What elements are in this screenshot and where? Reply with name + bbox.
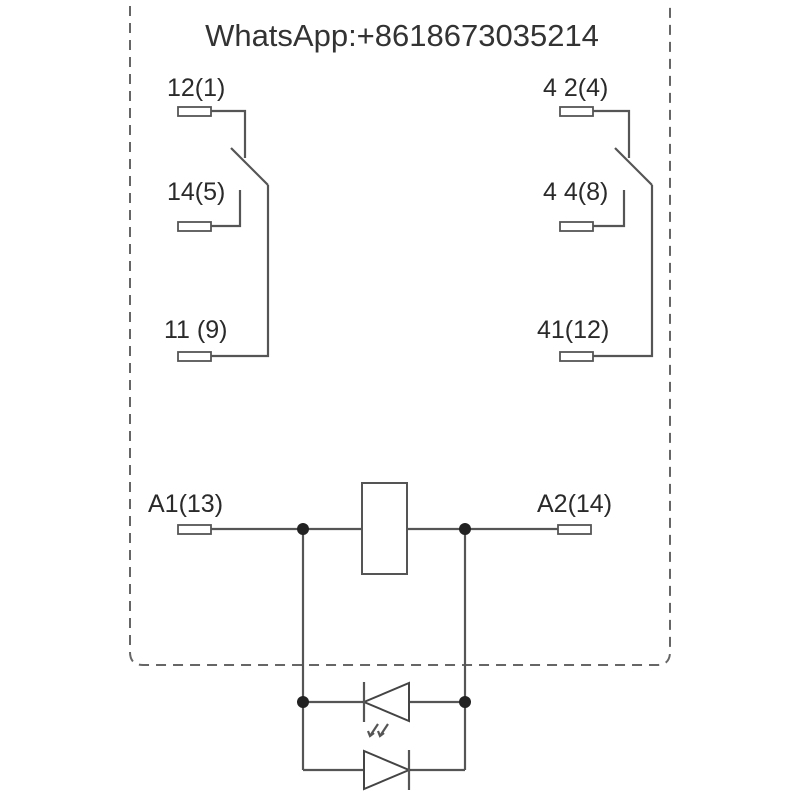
relay-housing-outline xyxy=(129,6,671,666)
terminal-pin-44 xyxy=(559,221,594,232)
terminal-label-a2: A2(14) xyxy=(537,490,612,518)
wire-12 xyxy=(211,109,247,158)
coil-circuit-group: A1(13) A2(14) xyxy=(148,482,612,791)
contact-switch-blade-left xyxy=(230,147,269,186)
wire-44 xyxy=(593,190,626,228)
terminal-pin-a2 xyxy=(557,524,592,535)
terminal-label-a1: A1(13) xyxy=(148,490,223,518)
terminal-pin-12 xyxy=(177,106,212,117)
terminal-pin-11 xyxy=(177,351,212,362)
protection-diode-icon xyxy=(363,749,412,791)
terminal-label-44: 4 4(8) xyxy=(543,178,608,206)
terminal-pin-41 xyxy=(559,351,594,362)
wire-14 xyxy=(211,190,242,228)
junction-node xyxy=(459,696,471,708)
terminal-label-14: 14(5) xyxy=(167,178,225,206)
left-contact-group: 12(1) 14(5) 11 (9) xyxy=(164,74,270,362)
led-diode-icon xyxy=(361,681,410,738)
terminal-pin-a1 xyxy=(177,524,212,535)
contact-switch-blade-right xyxy=(614,147,653,186)
terminal-pin-42 xyxy=(559,106,594,117)
terminal-label-41: 41(12) xyxy=(537,316,609,344)
right-contact-group: 4 2(4) 4 4(8) 41(12) xyxy=(537,74,654,362)
terminal-pin-14 xyxy=(177,221,212,232)
relay-coil xyxy=(361,482,408,575)
terminal-label-12: 12(1) xyxy=(167,74,225,102)
wire-41 xyxy=(593,185,654,358)
watermark-text: WhatsApp:+8618673035214 xyxy=(205,18,599,53)
terminal-label-42: 4 2(4) xyxy=(543,74,608,102)
junction-node xyxy=(459,523,471,535)
junction-node xyxy=(297,696,309,708)
wire-11 xyxy=(211,185,270,358)
junction-node xyxy=(297,523,309,535)
wire-42 xyxy=(593,109,631,158)
terminal-label-11: 11 (9) xyxy=(164,316,227,344)
